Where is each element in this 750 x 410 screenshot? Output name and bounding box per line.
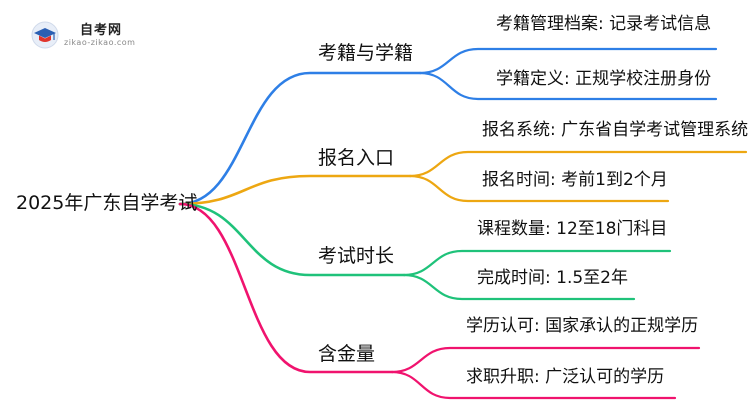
- branch-label: 报名入口: [318, 147, 395, 169]
- branch-connector: [178, 174, 412, 206]
- leaf-label: 报名时间: 考前1到2个月: [482, 170, 668, 190]
- branch-connector: [178, 71, 422, 206]
- leaf-label: 课程数量: 12至18门科目: [477, 219, 668, 239]
- logo-url: zikao-zikao.com: [64, 38, 136, 47]
- leaf-label: 求职升职: 广泛认可的学历: [466, 367, 665, 387]
- branch-connector: [178, 202, 406, 277]
- leaf-label: 完成时间: 1.5至2年: [477, 268, 628, 288]
- leaf-label: 学籍定义: 正规学校注册身份: [496, 69, 712, 89]
- leaf-connector: [408, 150, 748, 178]
- leaf-label: 报名系统: 广东省自学考试管理系统: [482, 120, 749, 140]
- leaf-connector: [402, 273, 636, 301]
- logo-name: 自考网: [80, 23, 123, 38]
- root-node-label: 2025年广东自学考试: [16, 192, 198, 214]
- site-logo: 自考网 zikao-zikao.com: [30, 18, 150, 52]
- branch-label: 考试时长: [318, 245, 395, 267]
- leaf-label: 学历认可: 国家承认的正规学历: [466, 316, 699, 336]
- branch-connector: [178, 202, 394, 374]
- leaf-connector: [418, 71, 718, 101]
- leaf-connector: [402, 249, 672, 277]
- graduation-cap-icon: [31, 21, 59, 49]
- leaf-connector: [408, 174, 670, 203]
- branch-label: 考籍与学籍: [318, 42, 414, 64]
- leaf-label: 考籍管理档案: 记录考试信息: [496, 14, 712, 34]
- branch-label: 含金量: [318, 343, 376, 365]
- leaf-connector: [390, 370, 677, 400]
- leaf-connector: [390, 346, 701, 374]
- leaf-connector: [418, 47, 718, 75]
